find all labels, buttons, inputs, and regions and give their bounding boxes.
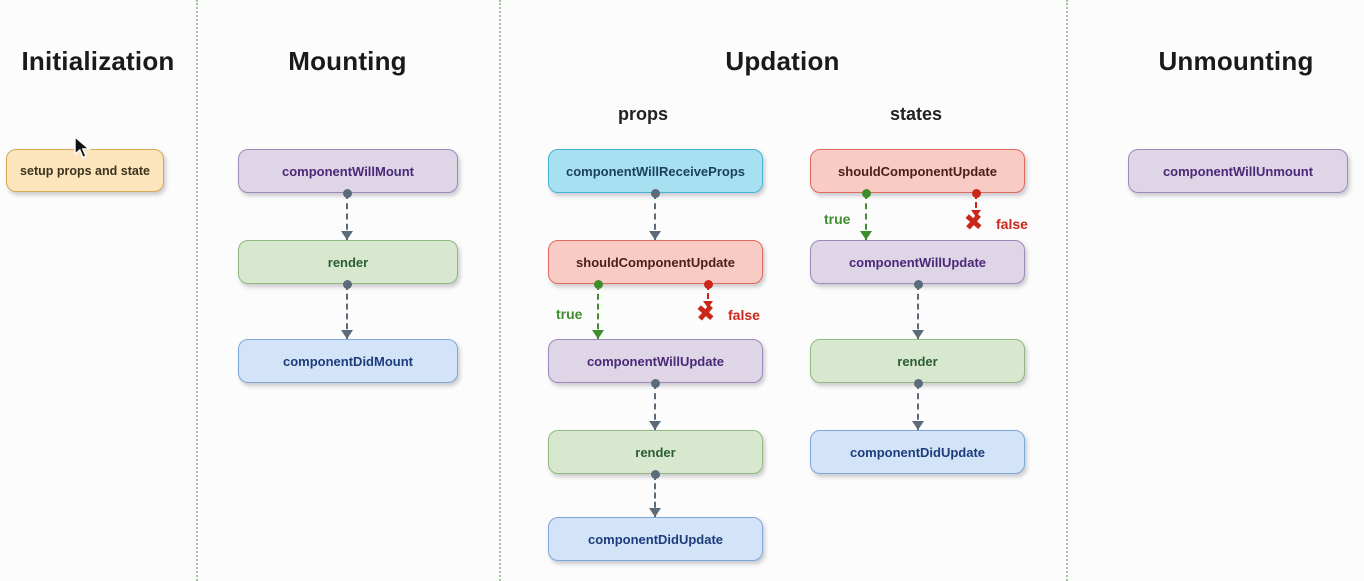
node-component-did-mount: componentDidMount (238, 339, 458, 383)
column-title-states: states (889, 104, 943, 124)
flow-arrow (341, 280, 353, 339)
flow-arrow (649, 379, 661, 430)
node-component-will-update-props: componentWillUpdate (548, 339, 763, 383)
true-branch-arrow (592, 280, 604, 339)
node-component-will-unmount: componentWillUnmount (1128, 149, 1348, 193)
section-title-updation: Updation (725, 46, 840, 76)
true-branch-label: true (556, 306, 583, 322)
node-render-mounting: render (238, 240, 458, 284)
node-component-will-receive-props: componentWillReceiveProps (548, 149, 763, 193)
true-branch-arrow (860, 189, 872, 240)
false-branch-label: false (728, 307, 760, 323)
false-x-icon: ✖ (963, 208, 985, 236)
flow-arrow (912, 280, 924, 339)
section-divider (499, 0, 501, 581)
false-branch-label: false (996, 216, 1028, 232)
node-component-will-update-states: componentWillUpdate (810, 240, 1025, 284)
true-branch-label: true (824, 211, 851, 227)
section-divider (196, 0, 198, 581)
node-render-states: render (810, 339, 1025, 383)
false-branch-arrow (971, 189, 981, 217)
flow-arrow (649, 470, 661, 517)
node-component-will-mount: componentWillMount (238, 149, 458, 193)
flow-arrow (341, 189, 353, 240)
mouse-cursor-icon (74, 135, 93, 165)
node-component-did-update-props: componentDidUpdate (548, 517, 763, 561)
node-component-did-update-states: componentDidUpdate (810, 430, 1025, 474)
section-divider (1066, 0, 1068, 581)
flow-arrow (912, 379, 924, 430)
section-title-initialization: Initialization (21, 46, 175, 76)
flow-arrow (649, 189, 661, 240)
node-should-component-update-states: shouldComponentUpdate (810, 149, 1025, 193)
false-x-icon: ✖ (695, 299, 717, 327)
false-branch-arrow (703, 280, 713, 308)
section-title-mounting: Mounting (288, 46, 407, 76)
node-should-component-update-props: shouldComponentUpdate (548, 240, 763, 284)
node-render-props: render (548, 430, 763, 474)
section-title-unmounting: Unmounting (1158, 46, 1314, 76)
column-title-props: props (617, 104, 668, 124)
